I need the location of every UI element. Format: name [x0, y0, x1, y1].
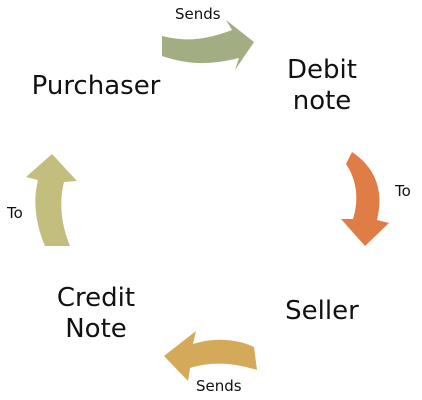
node-purchaser: Purchaser [32, 71, 161, 102]
node-debit-note-line-2: note [292, 86, 352, 116]
node-debit-note-line-1: Debit [287, 55, 357, 85]
node-seller-line-1: Seller [285, 296, 359, 326]
node-purchaser-line-1: Purchaser [31, 71, 161, 101]
arrow-purchaser-to-debit [162, 20, 254, 70]
arrow-debit-to-seller [341, 152, 389, 246]
edge-label-credit-to-purchaser: To [7, 204, 23, 222]
node-credit-note-line-1: Credit [56, 283, 136, 313]
arrow-credit-to-purchaser [26, 154, 77, 246]
node-debit-note: Debit note [287, 55, 357, 117]
node-credit-note: Credit Note [57, 283, 135, 345]
node-seller: Seller [285, 296, 359, 327]
node-credit-note-line-2: Note [65, 314, 127, 344]
edge-label-purchaser-to-debit: Sends [175, 5, 221, 23]
arrow-seller-to-credit [164, 331, 257, 381]
edge-label-seller-to-credit: Sends [196, 377, 242, 395]
edge-label-debit-to-seller: To [395, 182, 411, 200]
